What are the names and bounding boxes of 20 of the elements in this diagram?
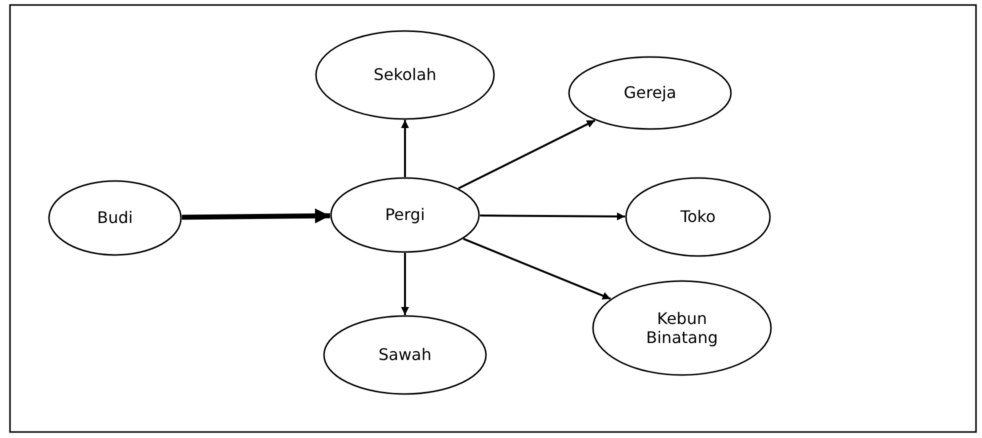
arrow <box>458 120 596 190</box>
node-label: Kebun Binatang <box>645 308 719 348</box>
node-label: Pergi <box>385 205 425 225</box>
node-label: Sawah <box>378 345 432 365</box>
arrow <box>182 208 330 224</box>
ellipse-node <box>315 30 495 120</box>
ellipse-node <box>48 180 182 256</box>
ellipse-node <box>568 56 732 130</box>
arrow <box>401 120 409 177</box>
ellipse-node <box>592 280 772 376</box>
ellipse-node <box>323 315 487 395</box>
arrow <box>480 212 626 220</box>
ellipse-node <box>330 177 480 253</box>
arrow <box>463 238 611 300</box>
node-label: Sekolah <box>374 65 436 85</box>
node-label: Budi <box>97 208 133 228</box>
ellipse-node <box>625 177 771 257</box>
node-label: Gereja <box>624 83 676 103</box>
node-label: Toko <box>680 207 716 227</box>
arrow <box>401 253 409 315</box>
